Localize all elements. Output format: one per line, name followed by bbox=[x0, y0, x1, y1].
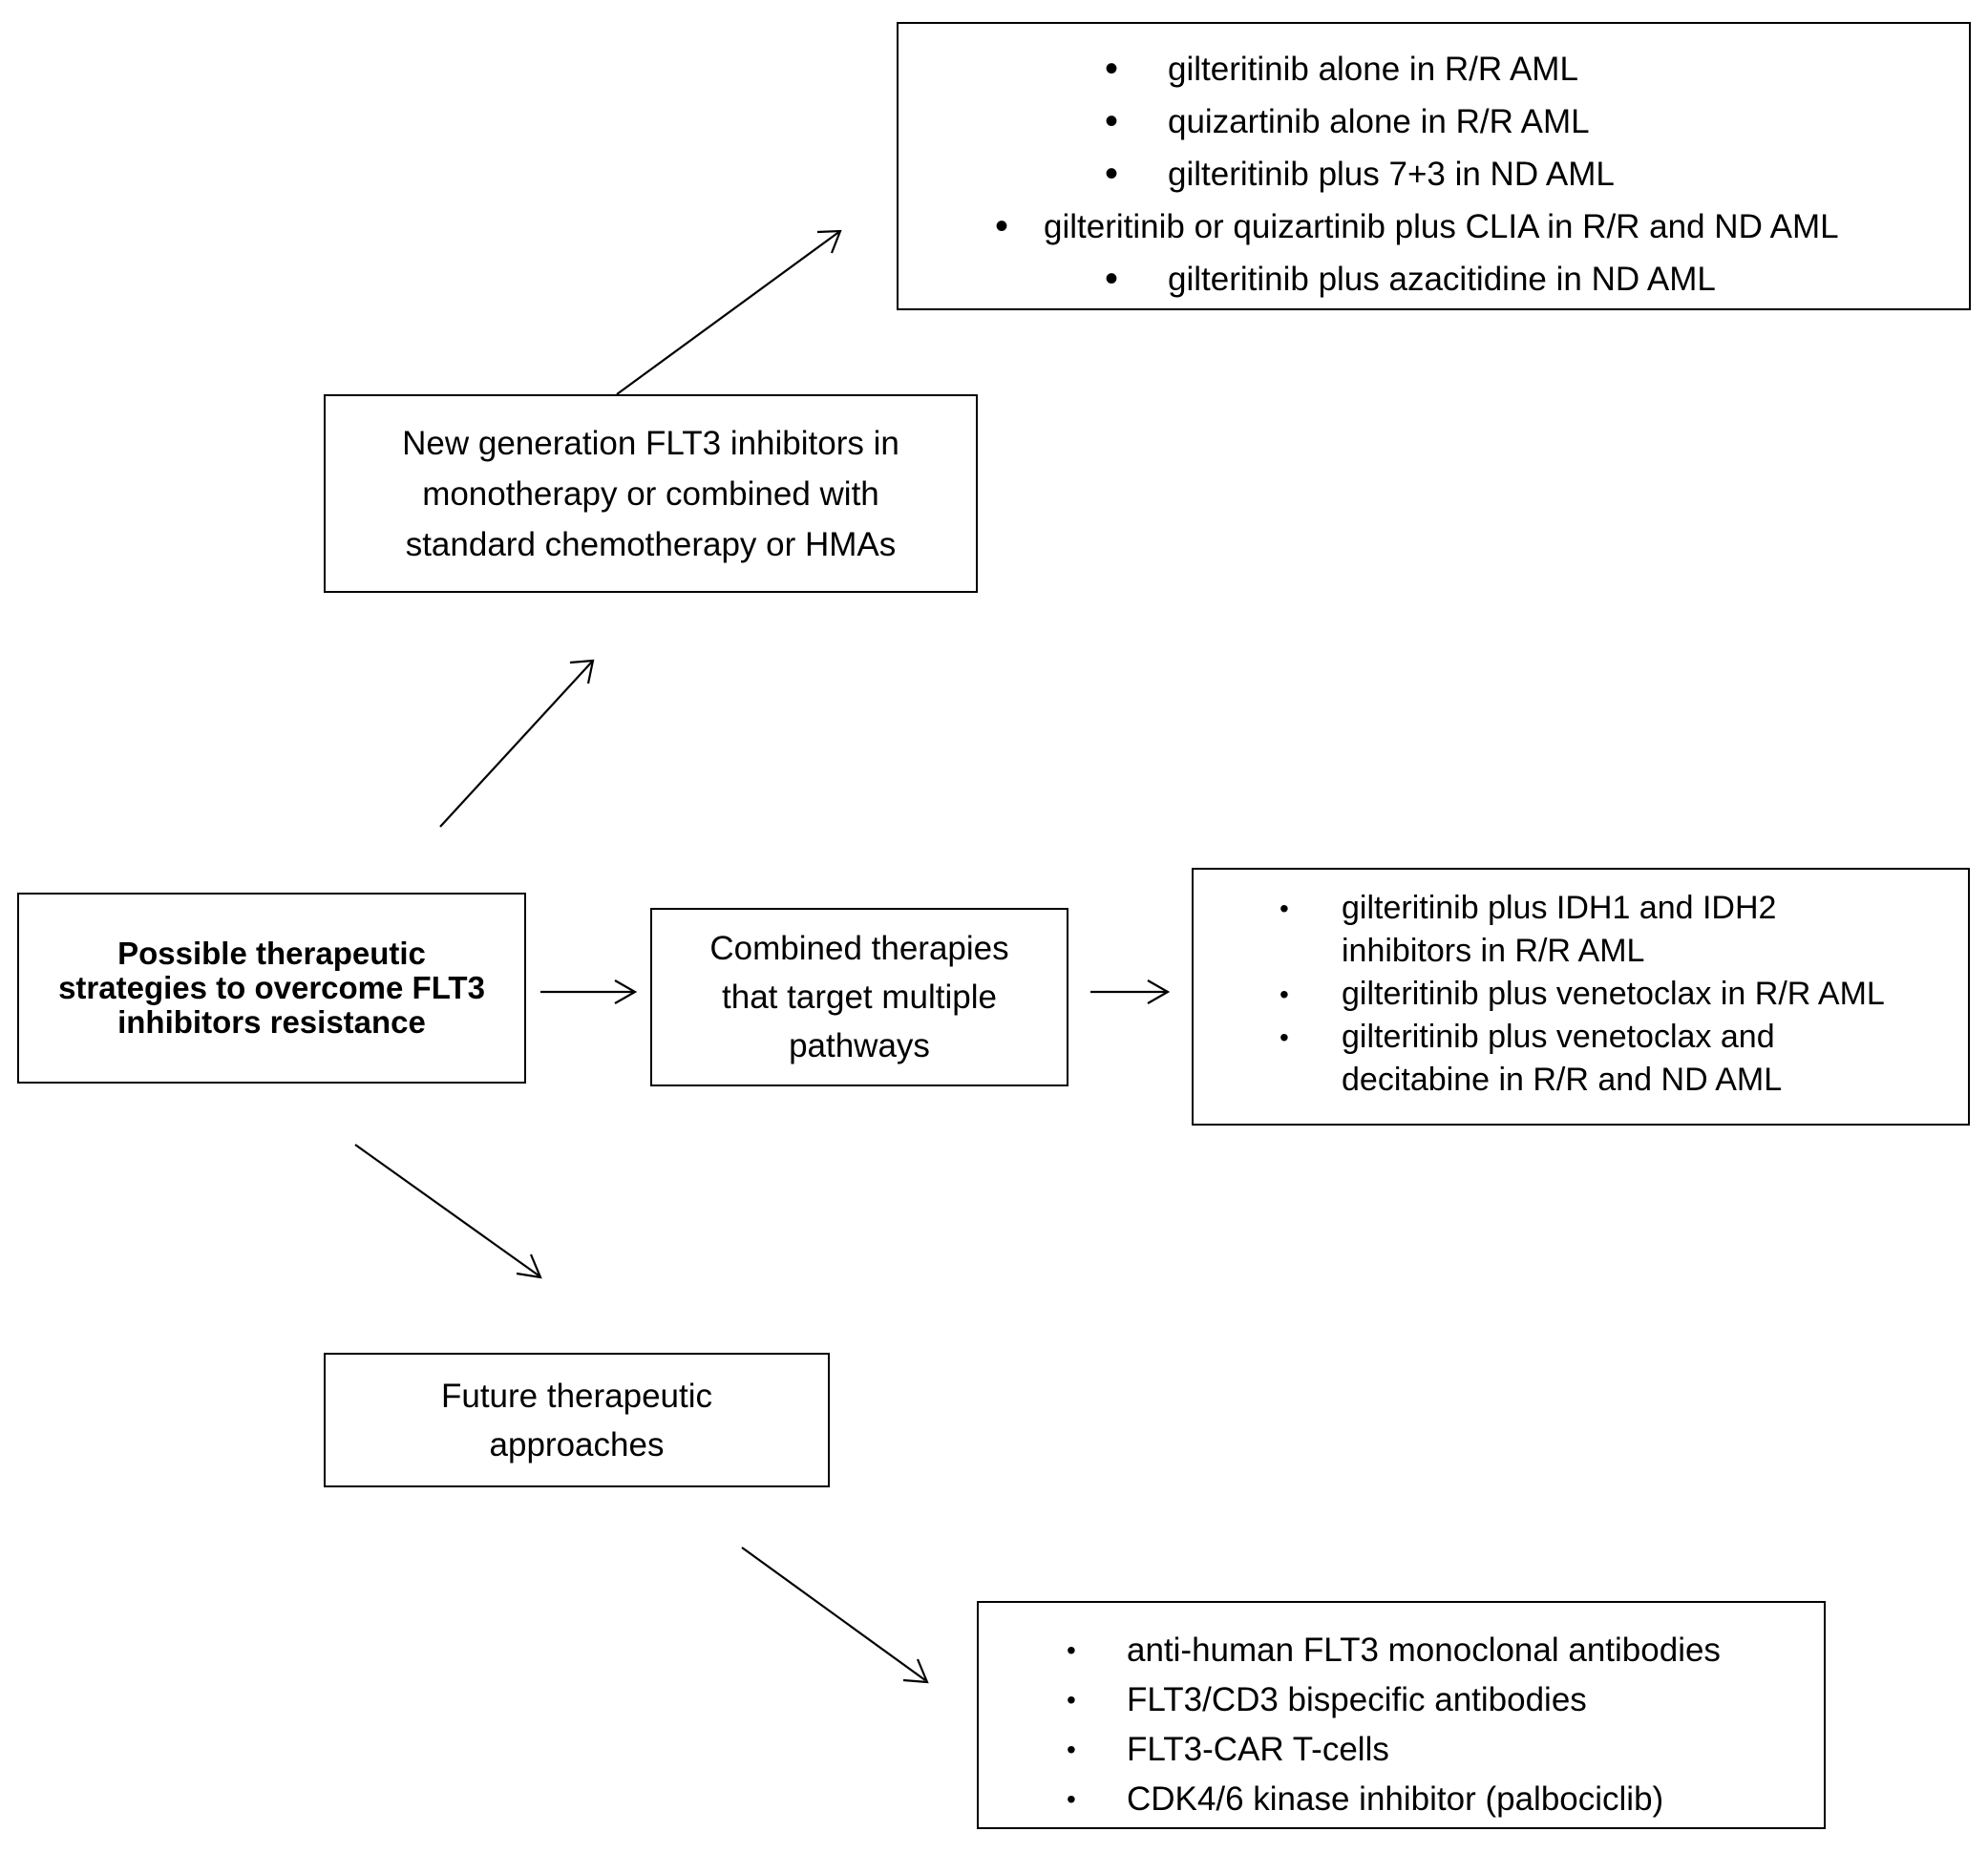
bullet-icon: • bbox=[1280, 1022, 1289, 1052]
bullet-icon: • bbox=[995, 205, 1009, 247]
list-item: • gilteritinib plus IDH1 and IDH2 inhibi… bbox=[1194, 887, 1838, 973]
root-label-line: Possible therapeutic bbox=[117, 936, 426, 971]
combined-label-line: Combined therapies bbox=[709, 930, 1009, 967]
bullet-icon: • bbox=[1105, 48, 1119, 90]
list-item-text: gilteritinib alone in R/R AML bbox=[1168, 51, 1578, 88]
arrowhead-combined-to-list bbox=[1147, 979, 1171, 1004]
list-item-text: FLT3-CAR T-cells bbox=[1127, 1731, 1389, 1768]
arrowhead-root-to-combined bbox=[614, 979, 638, 1004]
bullet-icon: • bbox=[1105, 258, 1119, 300]
bullet-icon: • bbox=[1067, 1735, 1076, 1764]
arrowhead-future-to-list bbox=[902, 1658, 929, 1684]
list-item: • FLT3-CAR T-cells bbox=[979, 1725, 1824, 1775]
future-label-line: approaches bbox=[489, 1425, 665, 1463]
bullet-icon: • bbox=[1105, 153, 1119, 195]
root-label-line: inhibitors resistance bbox=[117, 1004, 426, 1040]
combined-label-line: pathways bbox=[789, 1027, 930, 1064]
list-item: • gilteritinib alone in R/R AML bbox=[899, 43, 1969, 95]
arrow-root-to-new-generation bbox=[439, 660, 594, 828]
list-item: • CDK4/6 kinase inhibitor (palbociclib) bbox=[979, 1775, 1824, 1824]
future-items-box: • anti-human FLT3 monoclonal antibodies … bbox=[977, 1601, 1826, 1829]
list-item-text: gilteritinib plus venetoclax and decitab… bbox=[1342, 1019, 1783, 1098]
list-item: • gilteritinib plus azacitidine in ND AM… bbox=[899, 253, 1969, 305]
bullet-icon: • bbox=[1105, 100, 1119, 142]
combined-therapies-box: Combined therapies that target multiple … bbox=[650, 908, 1068, 1086]
arrowhead-new-generation-to-list bbox=[816, 229, 842, 254]
new-generation-items-box: • gilteritinib alone in R/R AML • quizar… bbox=[897, 22, 1971, 310]
list-item-text: gilteritinib plus azacitidine in ND AML bbox=[1168, 261, 1716, 298]
arrow-future-to-list bbox=[741, 1547, 926, 1681]
list-item: • quizartinib alone in R/R AML bbox=[899, 95, 1969, 148]
list-item-text: gilteritinib plus IDH1 and IDH2 inhibito… bbox=[1342, 890, 1777, 969]
list-item-text: FLT3/CD3 bispecific antibodies bbox=[1127, 1681, 1587, 1718]
root-label-line: strategies to overcome FLT3 bbox=[58, 970, 485, 1005]
bullet-icon: • bbox=[1280, 979, 1289, 1009]
bullet-icon: • bbox=[1067, 1635, 1076, 1665]
arrowhead-root-to-new-generation bbox=[569, 659, 595, 684]
list-item: • gilteritinib plus venetoclax and decit… bbox=[1194, 1016, 1838, 1102]
arrowhead-root-to-future bbox=[516, 1253, 542, 1279]
list-item-text: gilteritinib plus venetoclax in R/R AML bbox=[1342, 976, 1885, 1012]
combined-items-box: • gilteritinib plus IDH1 and IDH2 inhibi… bbox=[1192, 868, 1970, 1126]
future-label-line: Future therapeutic bbox=[440, 1377, 713, 1415]
root-strategies-box: Possible therapeutic strategies to overc… bbox=[17, 893, 526, 1084]
new-generation-label-line: standard chemotherapy or HMAs bbox=[405, 525, 897, 563]
combined-label-line: that target multiple bbox=[722, 979, 997, 1016]
bullet-icon: • bbox=[1280, 894, 1289, 923]
list-item-text: gilteritinib plus 7+3 in ND AML bbox=[1168, 156, 1615, 193]
list-item: • gilteritinib plus 7+3 in ND AML bbox=[899, 148, 1969, 200]
list-item-text: CDK4/6 kinase inhibitor (palbociclib) bbox=[1127, 1780, 1664, 1818]
arrow-new-generation-to-list bbox=[616, 230, 841, 395]
new-generation-label-line: monotherapy or combined with bbox=[422, 474, 879, 513]
list-item-text: anti-human FLT3 monoclonal antibodies bbox=[1127, 1632, 1721, 1669]
new-generation-label-line: New generation FLT3 inhibitors in bbox=[402, 424, 899, 462]
arrow-root-to-future bbox=[354, 1144, 539, 1276]
list-item: • FLT3/CD3 bispecific antibodies bbox=[979, 1675, 1824, 1725]
bullet-icon: • bbox=[1067, 1685, 1076, 1715]
list-item: • gilteritinib or quizartinib plus CLIA … bbox=[899, 200, 1969, 253]
list-item-text: gilteritinib or quizartinib plus CLIA in… bbox=[1044, 208, 1839, 245]
list-item-text: quizartinib alone in R/R AML bbox=[1168, 103, 1590, 140]
list-item: • gilteritinib plus venetoclax in R/R AM… bbox=[1194, 973, 1968, 1016]
new-generation-box: New generation FLT3 inhibitors in monoth… bbox=[324, 394, 978, 593]
list-item: • anti-human FLT3 monoclonal antibodies bbox=[979, 1626, 1824, 1675]
bullet-icon: • bbox=[1067, 1784, 1076, 1814]
future-approaches-box: Future therapeutic approaches bbox=[324, 1353, 830, 1487]
